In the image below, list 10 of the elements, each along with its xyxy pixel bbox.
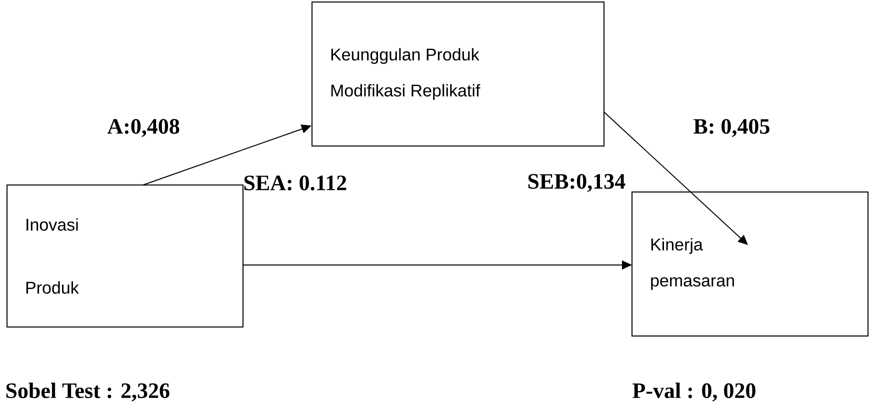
value-label: SEA: 0.112 <box>244 176 346 190</box>
value-label: Sobel Test : 2,326 <box>6 382 170 402</box>
process-box: Inovasi Produk <box>6 184 244 328</box>
value-label: B: 0,405 <box>694 118 770 137</box>
value-label: SEB:0,134 <box>528 174 626 192</box>
value-label: A:0,408 <box>107 118 180 137</box>
value-label: P-val : 0, 020 <box>632 382 756 402</box>
arrow <box>604 112 748 245</box>
process-box: Keunggulan Produk Modifikasi Replikatif <box>312 2 604 146</box>
process-box: Kinerja pemasaran <box>632 192 868 336</box>
